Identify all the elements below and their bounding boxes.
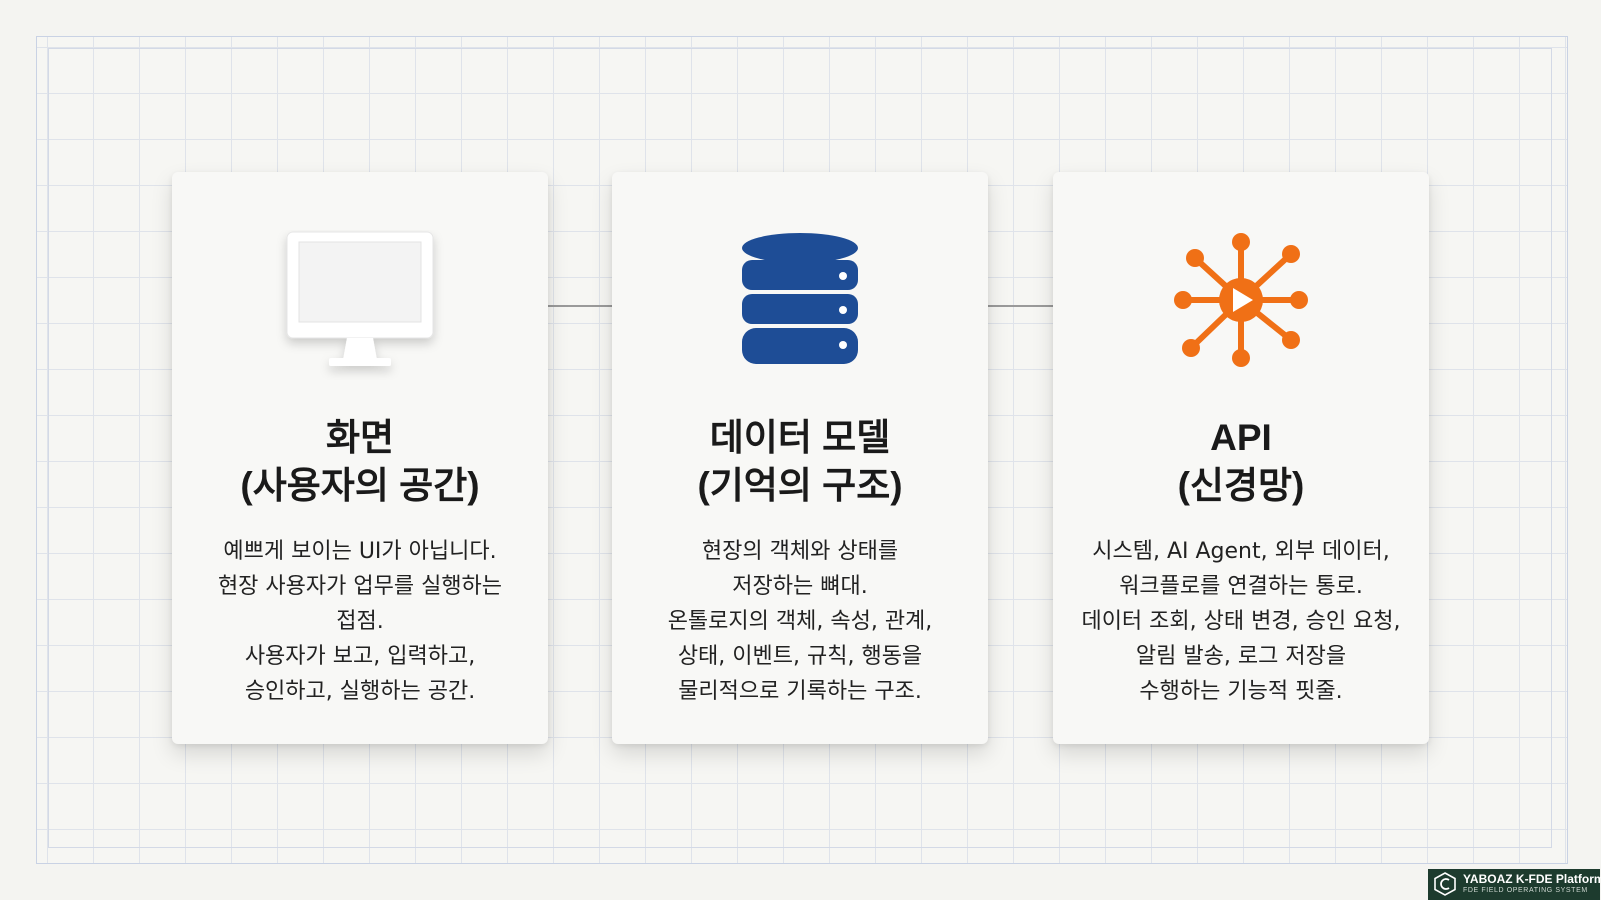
description-line: 접점. <box>336 609 384 634</box>
card-data-model: 데이터 모델 (기억의 구조) 현장의 객체와 상태를 저장하는 뼈대. 온톨로… <box>612 172 988 744</box>
card-api: API (신경망) 시스템, AI Agent, 외부 데이터, 워크플로를 연… <box>1053 172 1429 744</box>
description-line: 현장의 객체와 상태를 <box>701 539 899 564</box>
description-line: 시스템, AI Agent, 외부 데이터, <box>1092 539 1390 564</box>
description-line: 알림 발송, 로그 저장을 <box>1135 644 1347 669</box>
card-description: 현장의 객체와 상태를 저장하는 뼈대. 온톨로지의 객체, 속성, 관계, 상… <box>626 534 974 709</box>
connector-line-ui-to-data <box>459 305 721 307</box>
card-title-line2: (기억의 구조) <box>697 465 903 506</box>
monitor-icon <box>172 230 548 380</box>
card-description: 예쁘게 보이는 UI가 아닙니다. 현장 사용자가 업무를 실행하는 접점. 사… <box>186 534 534 709</box>
card-title-line2: (신경망) <box>1177 465 1305 506</box>
platform-badge: YABOAZ K-FDE Platform FDE FIELD OPERATIN… <box>1428 869 1601 900</box>
description-line: 예쁘게 보이는 UI가 아닙니다. <box>223 539 497 564</box>
badge-name: YABOAZ K-FDE Platform <box>1463 872 1601 886</box>
card-title-line1: 데이터 모델 <box>709 417 891 458</box>
description-line: 수행하는 기능적 핏줄. <box>1139 679 1343 704</box>
description-line: 승인하고, 실행하는 공간. <box>244 679 476 704</box>
description-line: 데이터 조회, 상태 변경, 승인 요청, <box>1081 609 1401 634</box>
card-description: 시스템, AI Agent, 외부 데이터, 워크플로를 연결하는 통로. 데이… <box>1067 534 1415 709</box>
platform-logo-icon <box>1434 872 1456 896</box>
network-hub-icon <box>1053 230 1429 380</box>
description-line: 온톨로지의 객체, 속성, 관계, <box>667 609 933 634</box>
card-title: API (신경망) <box>1053 414 1429 510</box>
description-line: 사용자가 보고, 입력하고, <box>244 644 476 669</box>
description-line: 워크플로를 연결하는 통로. <box>1119 574 1363 599</box>
database-icon <box>612 230 988 380</box>
card-title: 화면 (사용자의 공간) <box>172 414 548 510</box>
card-title-line1: API <box>1210 417 1272 458</box>
card-title-line1: 화면 <box>325 417 395 458</box>
description-line: 저장하는 뼈대. <box>732 574 868 599</box>
card-title: 데이터 모델 (기억의 구조) <box>612 414 988 510</box>
badge-subtitle: FDE FIELD OPERATING SYSTEM <box>1463 887 1588 894</box>
description-line: 상태, 이벤트, 규칙, 행동을 <box>677 644 923 669</box>
grid-inner-frame <box>48 48 1552 848</box>
description-line: 현장 사용자가 업무를 실행하는 <box>217 574 503 599</box>
card-title-line2: (사용자의 공간) <box>240 465 480 506</box>
connector-line-data-to-api <box>880 305 1145 307</box>
card-screen: 화면 (사용자의 공간) 예쁘게 보이는 UI가 아닙니다. 현장 사용자가 업… <box>172 172 548 744</box>
description-line: 물리적으로 기록하는 구조. <box>678 679 922 704</box>
